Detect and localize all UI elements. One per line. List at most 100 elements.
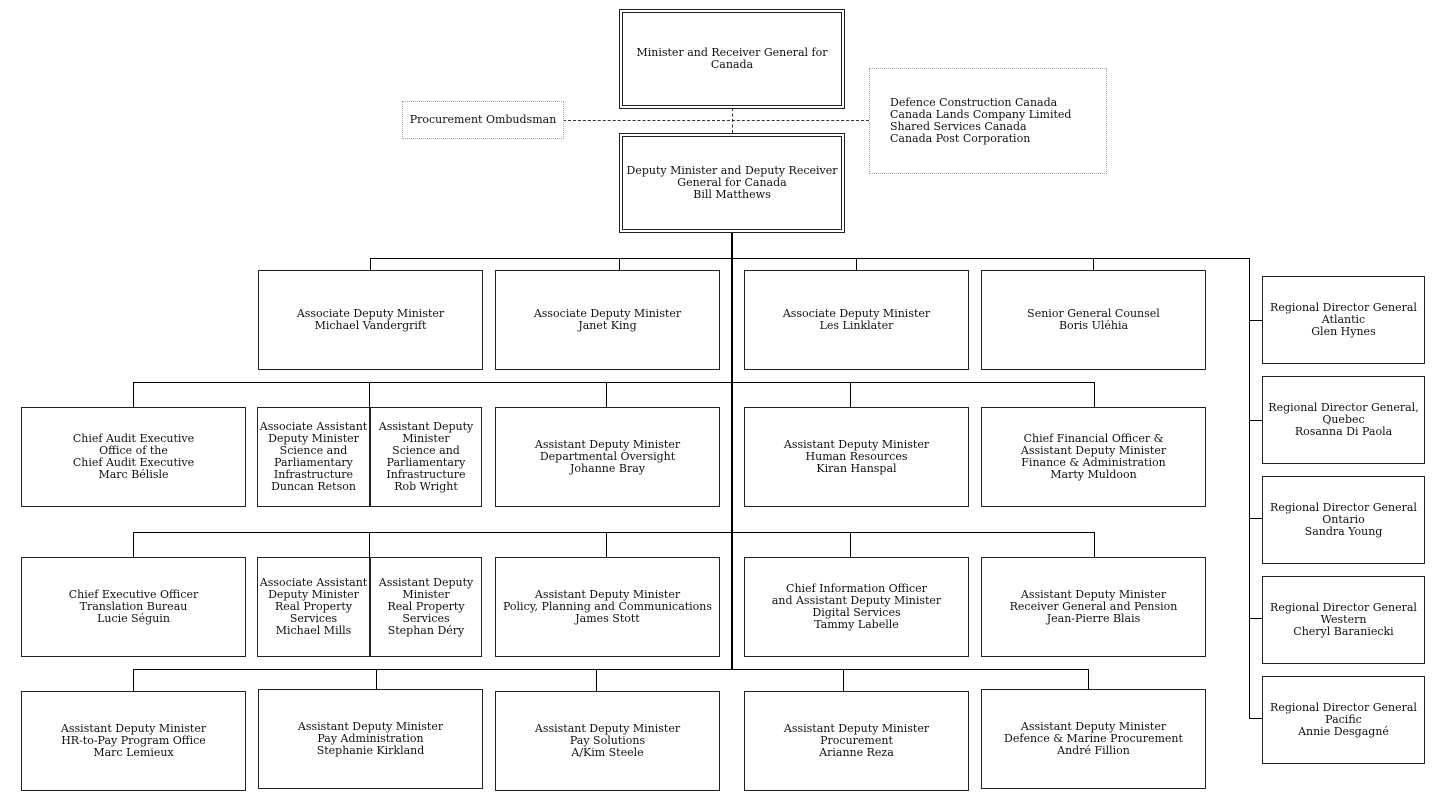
box-line: Rosanna Di Paola [1294, 425, 1393, 438]
connector-line [606, 382, 607, 407]
box-line: Tammy Labelle [814, 618, 899, 631]
box-line: Ontario [1322, 513, 1365, 526]
box-line: Western [1320, 613, 1367, 626]
connector-line [596, 669, 597, 691]
box-line: Parliamentary [274, 456, 353, 469]
box-line: Regional Director General [1270, 501, 1417, 514]
box-line: Kiran Hanspal [816, 462, 897, 475]
box-line: Chief Information Officer [786, 582, 927, 595]
box-line: Canada Post Corporation [890, 132, 1031, 145]
connector-line [619, 258, 620, 270]
box-line: Shared Services Canada [890, 120, 1027, 133]
connector-line [1249, 518, 1262, 519]
box-line: André Fillion [1057, 744, 1130, 757]
box-line: Bill Matthews [693, 188, 771, 201]
connector-line [133, 669, 1089, 670]
connector-line [843, 669, 844, 691]
connector-line [850, 382, 851, 407]
connector-line [1249, 320, 1262, 321]
box-line: Real Property [274, 600, 353, 613]
box-line: Deputy Minister [268, 432, 359, 445]
connector-line [731, 232, 733, 669]
box-line: Sandra Young [1304, 525, 1383, 538]
box-line: Parliamentary [386, 456, 466, 469]
box-line: Minister and Receiver General for [636, 46, 828, 59]
box-line: Marc Bélisle [98, 468, 169, 481]
connector-line [133, 669, 134, 691]
box-line: Minister [402, 432, 450, 445]
box-line: Regional Director General [1270, 601, 1417, 614]
connector-line [563, 120, 869, 121]
box-line: Services [289, 612, 338, 625]
box-line: Les Linklater [819, 319, 894, 332]
box-line: James Stott [575, 612, 640, 625]
box-line: Associate Deputy Minister [533, 307, 682, 320]
connector-line [1094, 382, 1095, 407]
box-line: Marty Muldoon [1050, 468, 1137, 481]
box-line: Procurement [820, 734, 893, 747]
connector-line [133, 532, 1095, 533]
box-line: Michael Mills [275, 624, 352, 637]
box-line: Rob Wright [394, 480, 458, 493]
box-line: Finance & Administration [1021, 456, 1166, 469]
box-line: Assistant Deputy Minister [783, 438, 930, 451]
box-line: Translation Bureau [79, 600, 188, 613]
box-line: Minister [402, 588, 450, 601]
box-line: Human Resources [805, 450, 908, 463]
box-line: General for Canada [677, 176, 787, 189]
connector-line [369, 382, 370, 407]
box-line: Assistant Deputy [378, 420, 474, 433]
box-line: Johanne Bray [570, 462, 645, 475]
box-line: Regional Director General, [1268, 401, 1419, 414]
connector-line [1249, 420, 1262, 421]
box-line: Jean-Pierre Blais [1046, 612, 1141, 625]
box-line: Arianne Reza [819, 746, 894, 759]
row2-box: Chief Financial Officer &Assistant Deput… [981, 407, 1206, 507]
box-line: Assistant Deputy Minister [783, 722, 930, 735]
box-line: Associate Deputy Minister [296, 307, 445, 320]
box-line: Assistant Deputy Minister [534, 722, 681, 735]
box-line: Defence & Marine Procurement [1004, 732, 1183, 745]
box-line: Cheryl Baraniecki [1293, 625, 1394, 638]
box-line: Pay Solutions [569, 734, 646, 747]
connector-line [133, 532, 134, 557]
box-line: Assistant Deputy Minister [60, 722, 207, 735]
box-line: Infrastructure [273, 468, 354, 481]
box-line: Assistant Deputy Minister [1020, 720, 1167, 733]
box-line: Regional Director General [1270, 301, 1417, 314]
box-line: Chief Audit Executive [72, 432, 195, 445]
box-line: Chief Audit Executive [72, 456, 195, 469]
box-line: Science and [392, 444, 460, 457]
box-line: Services [402, 612, 450, 625]
box-line: Assistant Deputy Minister [1020, 588, 1167, 601]
box-line: Janet King [578, 319, 637, 332]
connector-line [370, 258, 1250, 259]
box-line: Lucie Séguin [97, 612, 170, 625]
box-line: Real Property [387, 600, 465, 613]
box-line: Assistant Deputy Minister [534, 588, 681, 601]
connector-line [1094, 532, 1095, 557]
box-line: Assistant Deputy [378, 576, 474, 589]
minister-box: Minister and Receiver General for Canada [619, 9, 845, 109]
connector-line [370, 258, 371, 270]
box-line: Policy, Planning and Communications [502, 600, 713, 613]
box-line: Senior General Counsel [1027, 307, 1160, 320]
